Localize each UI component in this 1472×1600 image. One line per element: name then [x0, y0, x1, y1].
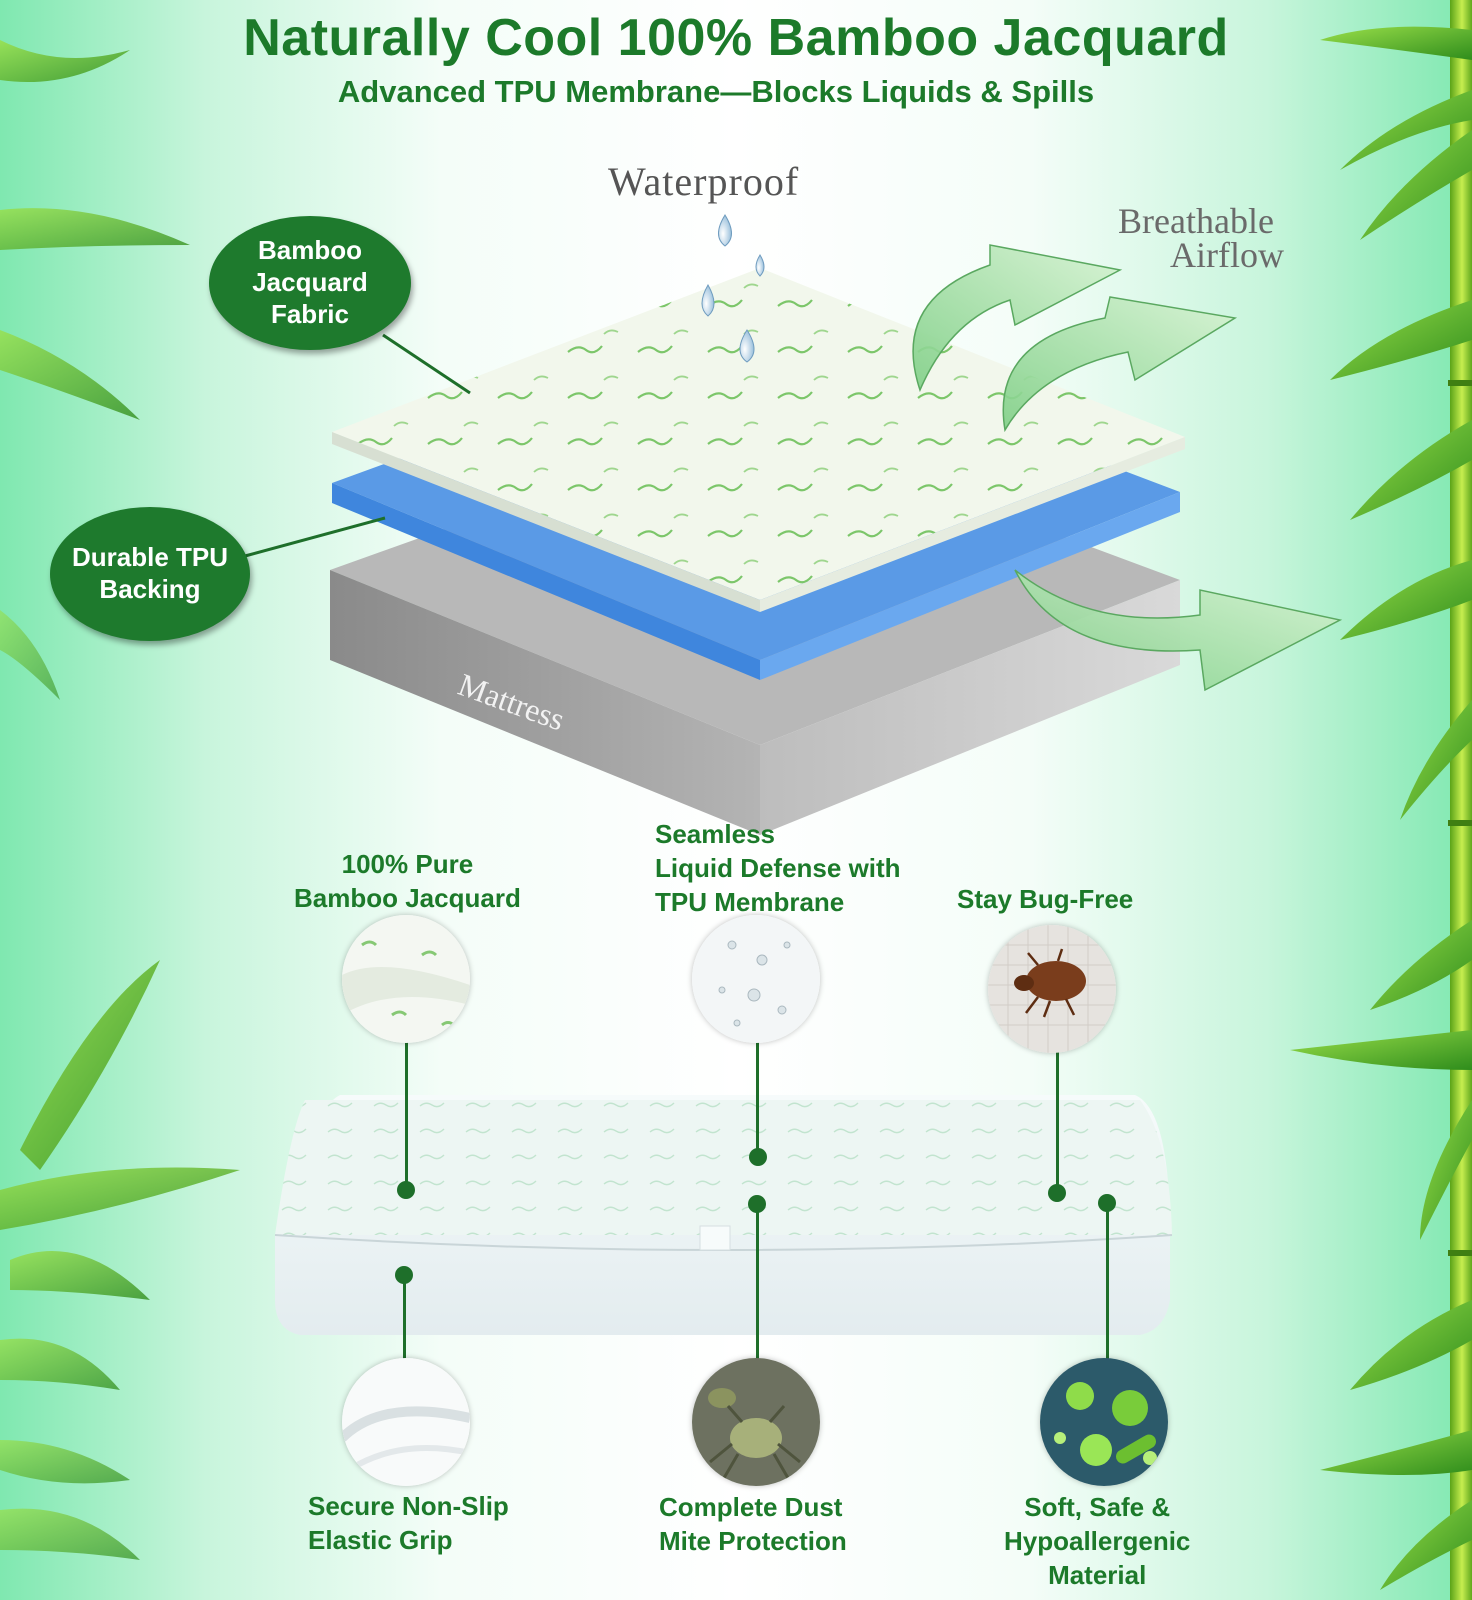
connector-dot — [397, 1181, 415, 1199]
connector-dot — [749, 1148, 767, 1166]
tpu-backing-callout-text: Durable TPU Backing — [71, 542, 229, 604]
feature-dust-mite-label: Complete Dust Mite Protection — [659, 1492, 847, 1556]
feature-pure-bamboo-label: 100% Pure Bamboo Jacquard — [294, 849, 521, 913]
bamboo-fabric-closeup — [342, 915, 470, 1043]
dust-mite-icon — [692, 1358, 820, 1486]
bamboo-fabric-callout: Bamboo Jacquard Fabric — [209, 216, 411, 350]
breathable-label: Breathable — [1118, 201, 1274, 241]
connector-line — [1056, 1050, 1059, 1190]
connector-dot — [1048, 1184, 1066, 1202]
feature-non-slip-label: Secure Non-Slip Elastic Grip — [308, 1491, 509, 1555]
bamboo-leaf-icon — [0, 40, 240, 1560]
connector-line — [403, 1275, 406, 1360]
page-subtitle: Advanced TPU Membrane—Blocks Liquids & S… — [337, 74, 1095, 109]
connector-line — [756, 1040, 759, 1156]
page-title: Naturally Cool 100% Bamboo Jacquard — [243, 9, 1229, 67]
airflow-label: Airflow — [1170, 235, 1284, 275]
waterproof-label: Waterproof — [608, 159, 800, 204]
feature-hypoallergenic-label: Soft, Safe & Hypoallergenic Material — [1004, 1492, 1191, 1590]
feature-liquid-defense-label: Seamless Liquid Defense with TPU Membran… — [655, 819, 901, 917]
feature-bug-free-label: Stay Bug-Free — [957, 884, 1134, 914]
bottom-mattress — [274, 1095, 1173, 1335]
tpu-backing-callout: Durable TPU Backing — [50, 507, 250, 641]
bamboo-fabric-layer — [332, 268, 1185, 612]
water-drop-icon — [692, 915, 820, 1043]
bacteria-icon — [1040, 1358, 1168, 1486]
connector-line — [756, 1204, 759, 1360]
water-drop-icon — [701, 214, 765, 363]
connector-line — [1106, 1203, 1109, 1360]
bed-bug-icon — [988, 925, 1116, 1053]
bamboo-fabric-callout-text: Bamboo Jacquard Fabric — [252, 235, 368, 329]
elastic-grip-closeup — [342, 1358, 470, 1486]
airflow-arrow-icon — [912, 244, 1343, 692]
bamboo-leaf-icon — [1290, 0, 1472, 1600]
connector-line — [405, 1042, 408, 1190]
